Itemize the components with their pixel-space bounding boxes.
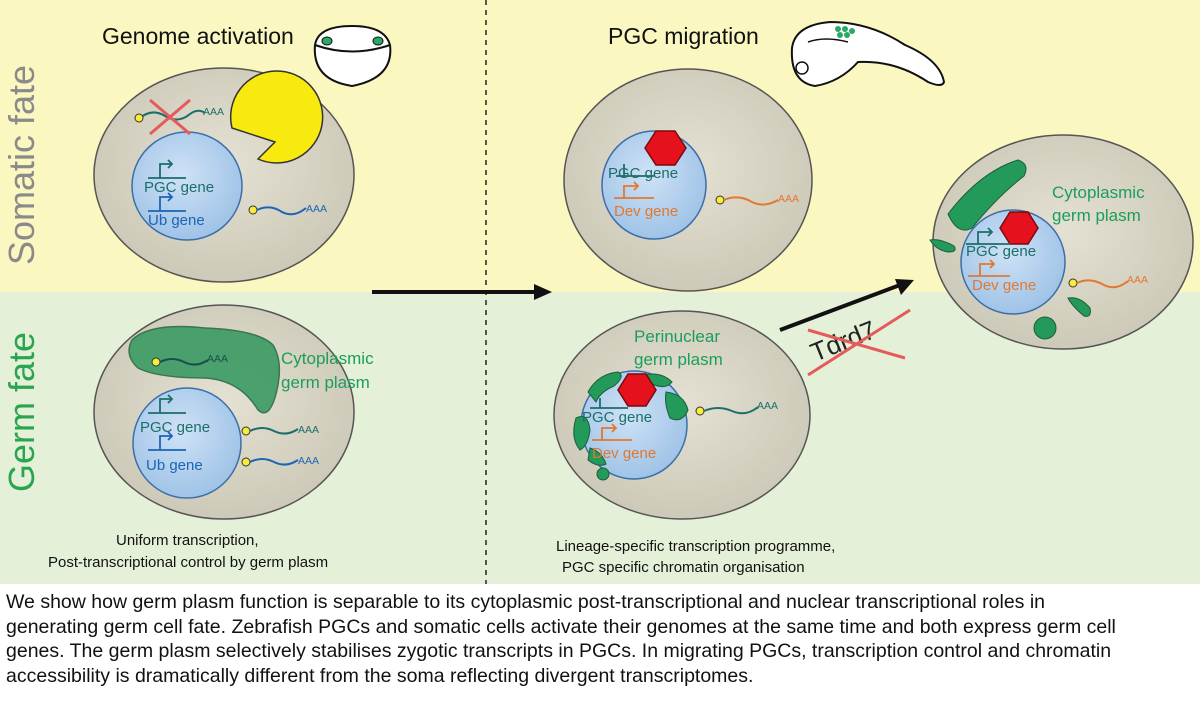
maturation-arrow (779, 279, 914, 332)
cytoplasmic-germ-plasm (128, 325, 281, 414)
svg-text:AAA: AAA (1127, 274, 1148, 286)
left-caption-line1: Uniform transcription, (116, 532, 259, 549)
svg-text:AAA: AAA (306, 203, 327, 215)
svg-text:PGC gene: PGC gene (140, 419, 210, 436)
somatic-fate-label: Somatic fate (1, 65, 42, 265)
left-caption-line2: Post-transcriptional control by germ pla… (48, 554, 328, 571)
repressor-hexagon-icon (617, 373, 657, 407)
summary-paragraph: We show how germ plasm function is separ… (6, 590, 1194, 688)
early-embryo-icon (313, 24, 392, 88)
svg-text:AAA: AAA (203, 106, 224, 118)
germ-cell-migration-cytoplasmic: Cytoplasmic germ plasm PGC gene Dev gene… (929, 134, 1194, 350)
svg-text:Cytoplasmic: Cytoplasmic (1052, 183, 1145, 202)
somatic-cell-activation: AAA PGC gene Ub gene AAA (93, 67, 355, 283)
germ-cell-activation: AAA Cytoplasmic germ plasm PGC gene Ub g… (93, 304, 374, 520)
svg-text:AAA: AAA (778, 193, 799, 205)
svg-text:Ub gene: Ub gene (146, 457, 203, 474)
svg-text:PGC gene: PGC gene (582, 409, 652, 426)
degradation-cross-icon (149, 98, 191, 136)
nucleus (132, 387, 242, 499)
svg-text:AAA: AAA (207, 353, 228, 365)
repressor-hexagon-icon (999, 211, 1039, 245)
summary-line: genes. The germ plasm selectively stabil… (6, 640, 1112, 663)
svg-text:AAA: AAA (757, 400, 778, 412)
svg-text:Cytoplasmic: Cytoplasmic (281, 349, 374, 368)
svg-text:AAA: AAA (298, 424, 319, 436)
svg-text:Dev gene: Dev gene (972, 277, 1036, 294)
right-caption-line2: PGC specific chromatin organisation (562, 559, 805, 576)
genome-activation-title: Genome activation (102, 23, 294, 49)
right-caption-line1: Lineage-specific transcription programme… (556, 538, 835, 555)
degradation-pacman-icon (229, 70, 324, 164)
svg-text:AAA: AAA (298, 455, 319, 467)
svg-text:Dev gene: Dev gene (592, 445, 656, 462)
germ-cell-migration-perinuclear: Perinuclear germ plasm PGC gene Dev gene… (553, 310, 811, 520)
svg-text:Dev gene: Dev gene (614, 203, 678, 220)
svg-text:PGC gene: PGC gene (608, 165, 678, 182)
transition-arrow (372, 284, 552, 300)
summary-line: accessibility is dramatically different … (6, 664, 754, 687)
somatic-cell-migration: PGC gene Dev gene AAA (563, 68, 813, 292)
repressor-hexagon-icon (644, 130, 687, 166)
svg-text:germ plasm: germ plasm (1052, 206, 1141, 225)
summary-line: We show how germ plasm function is separ… (6, 591, 1046, 613)
summary-line: generating germ cell fate. Zebrafish PGC… (6, 615, 1116, 638)
cytoplasmic-germ-plasm (929, 159, 1091, 340)
svg-text:germ plasm: germ plasm (281, 373, 370, 392)
svg-text:PGC gene: PGC gene (144, 179, 214, 196)
svg-text:germ plasm: germ plasm (634, 350, 723, 369)
pgc-migration-title: PGC migration (608, 23, 759, 49)
germ-fate-label: Germ fate (1, 332, 42, 492)
late-embryo-icon (790, 20, 946, 88)
nucleus (960, 209, 1066, 315)
svg-text:PGC gene: PGC gene (966, 243, 1036, 260)
svg-text:Perinuclear: Perinuclear (634, 327, 720, 346)
svg-text:Ub gene: Ub gene (148, 212, 205, 229)
